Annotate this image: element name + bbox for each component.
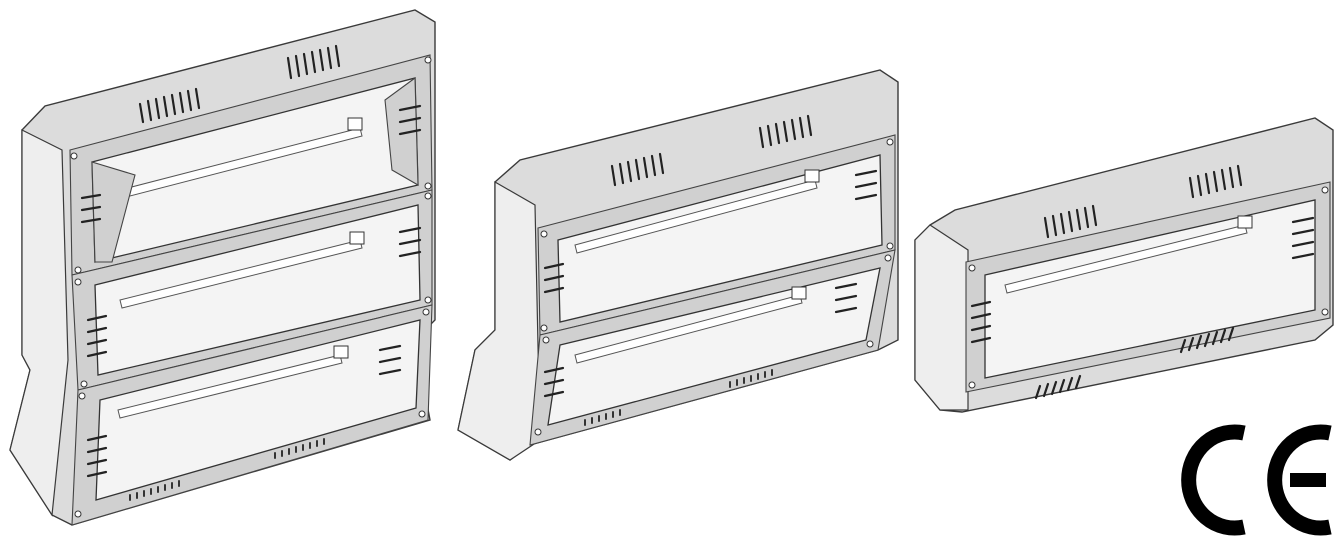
ce-letter-c (1181, 424, 1246, 536)
left-end-cap (914, 224, 969, 411)
ce-certification-mark (1181, 424, 1332, 536)
reflector-window (557, 154, 883, 323)
heating-tube (574, 179, 818, 254)
left-end-cap (9, 129, 69, 517)
heater-module-1 (69, 54, 433, 276)
top-vent (138, 44, 341, 124)
top-vent (1043, 164, 1243, 239)
bottom-slots (129, 438, 325, 501)
heater-module-1 (537, 134, 896, 336)
tube-clip (804, 169, 820, 183)
bottom-slots (584, 369, 773, 426)
ce-letter-e (1267, 424, 1332, 536)
reflector-window (95, 319, 421, 501)
reflector-window (547, 267, 881, 426)
heater-module-2 (529, 249, 896, 446)
two-tube-heater (457, 69, 899, 461)
heating-tube (574, 294, 803, 364)
reflector-window (984, 199, 1316, 379)
one-tube-heater (914, 117, 1334, 413)
tube-clip (347, 117, 363, 131)
tube-clip (333, 345, 349, 359)
tube-clip (791, 286, 807, 300)
heating-tube (119, 239, 363, 309)
tube-clip (349, 231, 365, 245)
three-tube-heater (9, 9, 436, 526)
bottom-slots (1034, 326, 1235, 400)
heating-tube (117, 354, 343, 419)
heater-module-1 (965, 181, 1331, 400)
heating-tube (1004, 224, 1248, 294)
left-end-cap (457, 180, 541, 461)
ce-letter-e-bar (1290, 473, 1326, 487)
heater-module-2 (71, 189, 433, 391)
tube-clip (1237, 215, 1253, 229)
heater-module-3 (71, 304, 433, 526)
top-vent (610, 114, 813, 187)
